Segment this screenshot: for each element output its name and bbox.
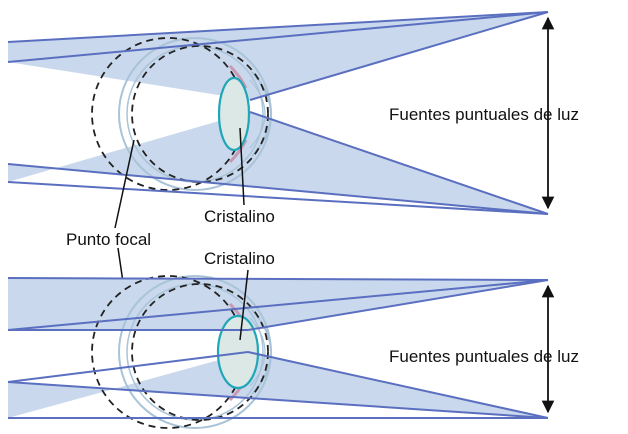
focal-leader-top: [114, 139, 135, 229]
top-eye-cornea: [251, 71, 272, 157]
top-rays: [7, 11, 549, 215]
top-lens-label: Cristalino: [204, 207, 275, 226]
light-ray: [247, 279, 549, 331]
light-ray: [7, 381, 549, 419]
top-beam-lower-source: [8, 112, 548, 214]
light-ray: [7, 351, 249, 383]
light-ray: [7, 11, 549, 43]
top-panel: Fuentes puntuales de luz Cristalino: [7, 11, 579, 226]
light-ray: [7, 11, 549, 63]
top-lens-leader: [239, 127, 245, 206]
bottom-lens-leader: [239, 269, 249, 341]
top-eye: [91, 37, 272, 191]
light-ray: [247, 351, 549, 419]
light-ray: [7, 163, 549, 215]
top-sources-label: Fuentes puntuales de luz: [389, 105, 579, 124]
light-ray: [249, 111, 549, 215]
light-ray: [7, 279, 549, 331]
bottom-panel: Cristalino Fuentes puntuales de luz: [7, 249, 579, 429]
top-eye-cornea-inner: [249, 79, 266, 149]
bottom-rays: [7, 277, 549, 419]
light-ray: [7, 277, 549, 281]
bottom-beam-lower-source: [8, 352, 548, 418]
bottom-eye-cornea: [251, 309, 272, 395]
light-ray: [7, 181, 549, 215]
bottom-lens: [216, 314, 260, 390]
top-eye-iris-upper: [228, 64, 248, 89]
focal-point-label: Punto focal: [66, 230, 151, 249]
top-eye-dashed-near: [131, 45, 269, 183]
bottom-eye-cornea-inner: [249, 317, 266, 387]
top-eye-iris-lower: [228, 139, 248, 164]
bottom-eye-dashed-near: [131, 283, 269, 421]
light-ray: [249, 11, 549, 101]
top-beam-upper-source: [8, 12, 548, 100]
bottom-lens-label: Cristalino: [204, 249, 275, 268]
bottom-sources-label: Fuentes puntuales de luz: [389, 347, 579, 366]
top-lens: [217, 76, 251, 152]
